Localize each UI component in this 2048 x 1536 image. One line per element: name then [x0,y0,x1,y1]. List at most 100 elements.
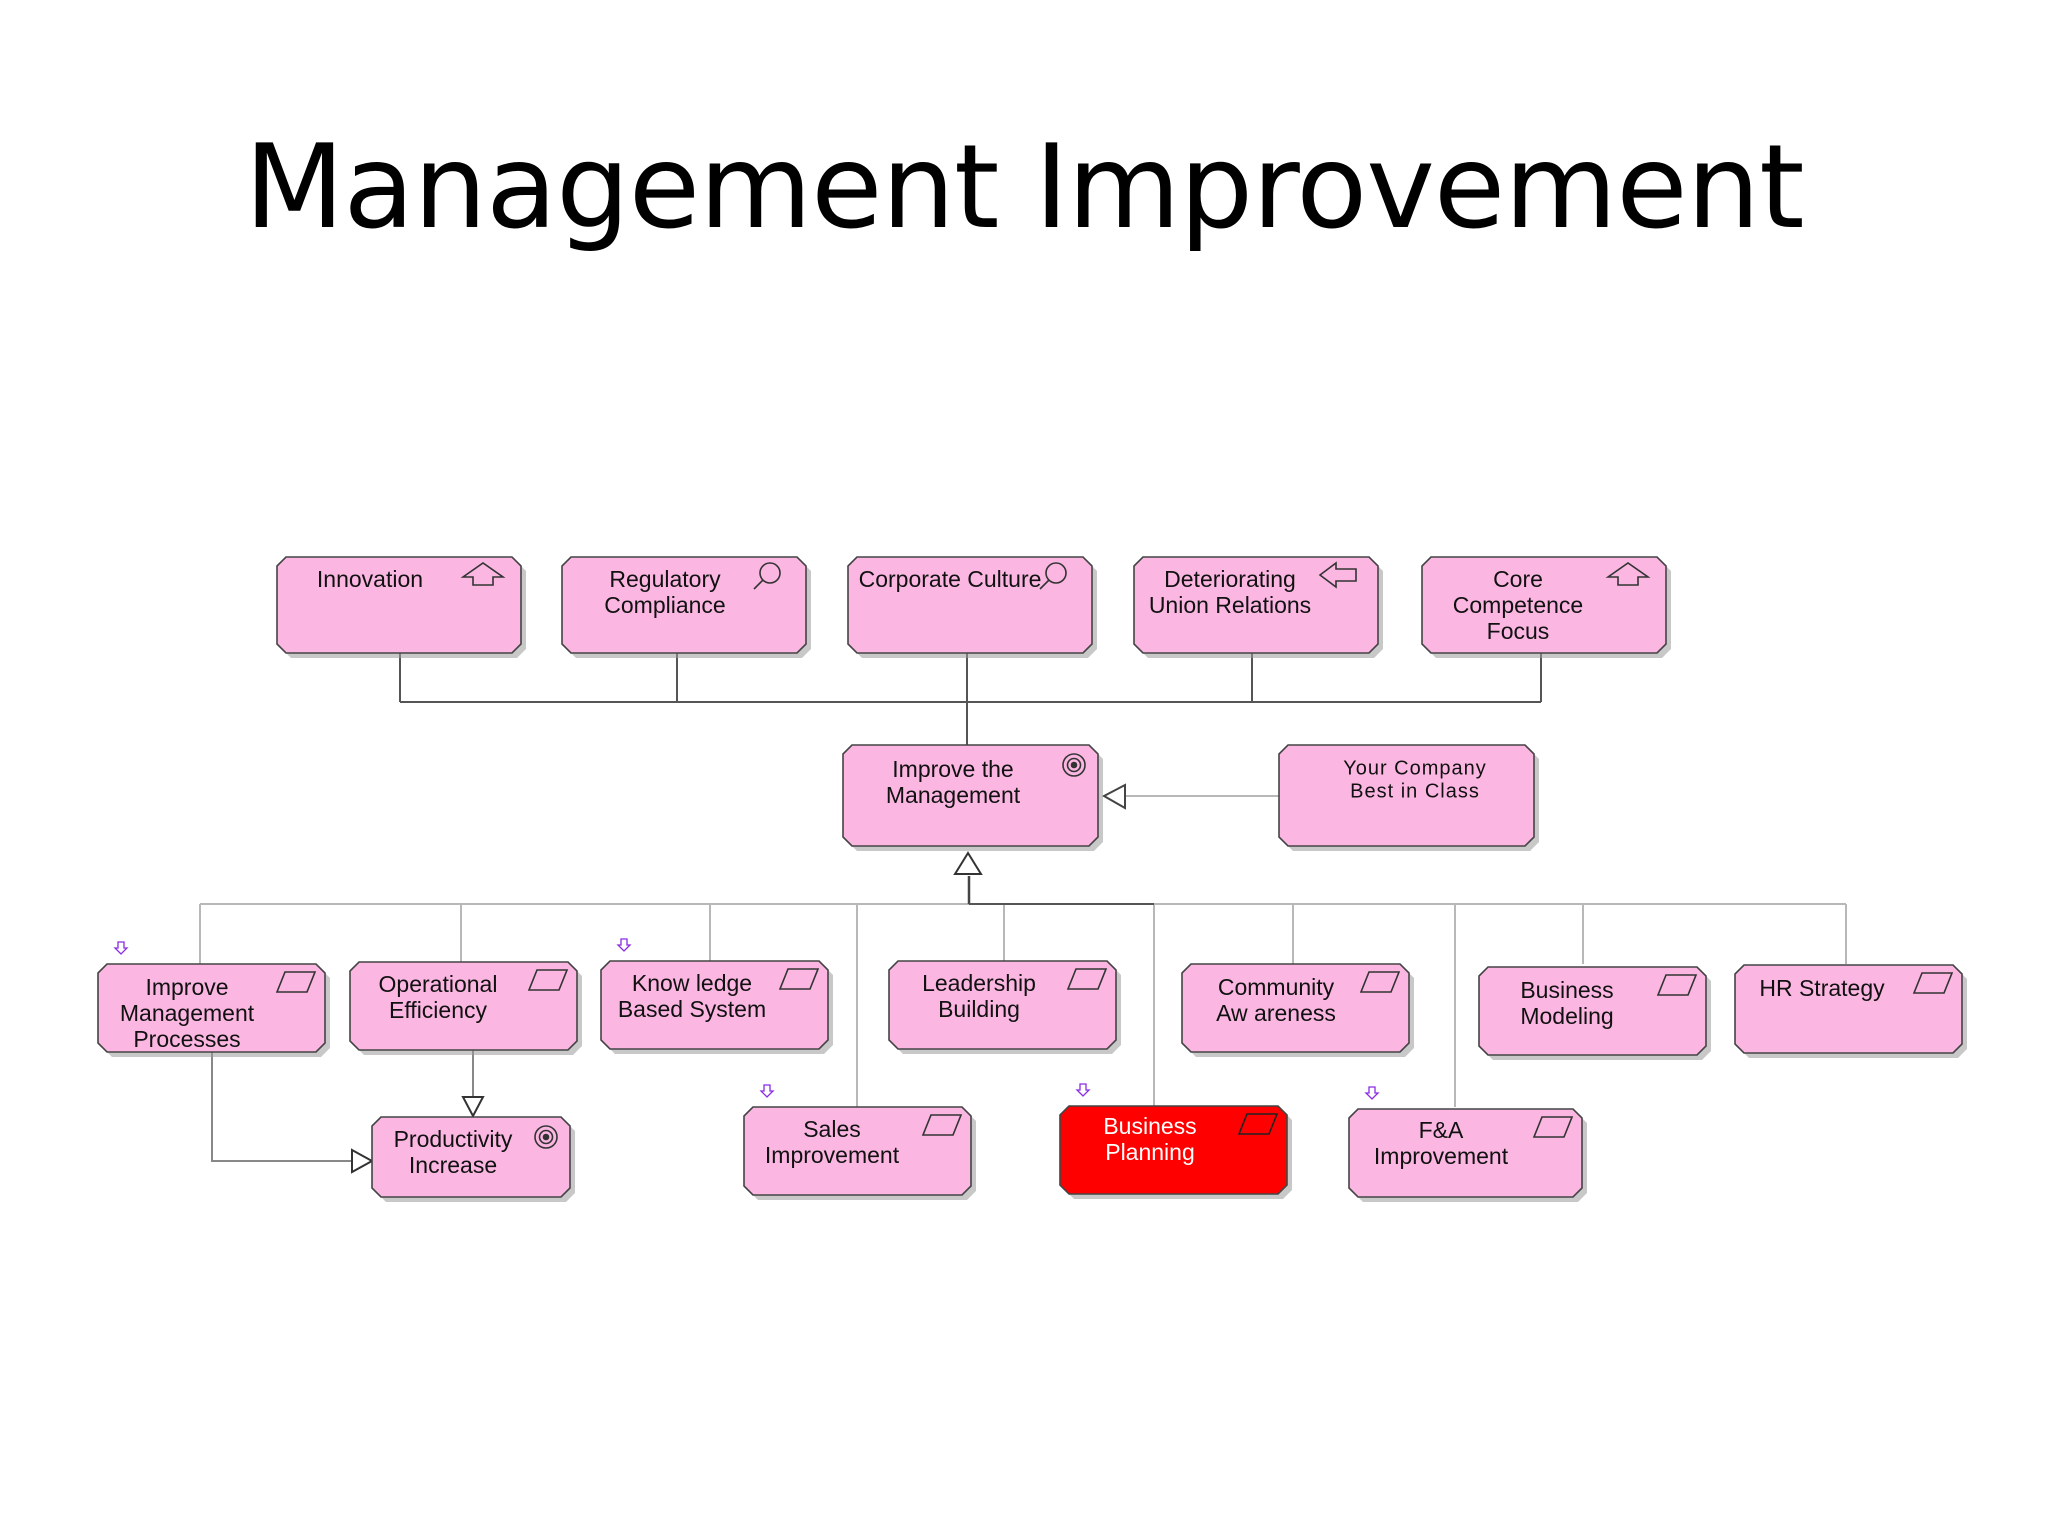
aggregation-arrowhead [953,851,983,875]
node-label: Your Company [1343,757,1487,779]
node-label: Management [886,782,1021,808]
node-label: Modeling [1520,1003,1613,1029]
node-label: Core [1493,566,1543,592]
node-label: Competence [1453,592,1583,618]
parallelogram-icon [1912,972,1954,994]
node-label: Know ledge [632,970,752,996]
node-box [1181,963,1410,1053]
node-label: Improve [145,974,228,1000]
node-culture[interactable]: Corporate Culture [847,556,1097,658]
node-hr[interactable]: HR Strategy [1734,964,1967,1058]
driver-connectors [399,653,1542,745]
node-label: Building [938,996,1020,1022]
node-label: Improve the [892,756,1013,782]
node-box [743,1106,972,1196]
node-box [1278,744,1535,847]
node-label: Business [1520,977,1613,1003]
node-box [1734,964,1963,1054]
node-box [1059,1105,1288,1195]
node-label: F&A [1419,1117,1464,1143]
down-arrow-marker-icon [1075,1083,1091,1097]
node-label: HR Strategy [1759,975,1885,1001]
node-label: Focus [1487,618,1550,644]
node-innovation[interactable]: Innovation [276,556,526,658]
node-box [888,960,1117,1050]
influence-arrowhead [461,1096,485,1119]
parallelogram-icon [1237,1113,1279,1135]
node-box [371,1116,571,1198]
parallelogram-icon [1066,968,1108,990]
node-label: Management [120,1000,255,1026]
node-box [1478,966,1707,1056]
magnifier-icon [1039,562,1067,590]
magnifier-icon [753,562,781,590]
node-box [842,744,1099,847]
node-label: Processes [133,1026,240,1052]
node-label: Based System [618,996,766,1022]
target-icon [1062,753,1086,777]
node-box [1133,556,1379,654]
node-label: Aw areness [1216,1000,1336,1026]
node-label: Best in Class [1350,780,1480,802]
parallelogram-icon [527,969,569,991]
node-label: Regulatory [609,566,721,592]
node-label: Planning [1105,1139,1195,1165]
node-box [561,556,807,654]
node-label: Operational [379,971,498,997]
up-arrow-icon [460,562,506,586]
slide-title: Management Improvement [244,120,1804,255]
node-box [1421,556,1667,654]
node-label: Leadership [922,970,1036,996]
node-label: Innovation [317,566,423,592]
node-box [349,961,578,1051]
parallelogram-icon [921,1114,963,1136]
node-box [600,960,829,1050]
influence-arrowhead [351,1148,375,1174]
node-box [276,556,522,654]
activity-connectors [199,851,1847,1107]
parallelogram-icon [778,968,820,990]
node-label: Sales [803,1116,861,1142]
connector-lines [199,653,1847,1174]
node-box [847,556,1093,654]
down-arrow-marker-icon [113,941,129,955]
down-arrow-marker-icon [1364,1086,1380,1100]
down-arrow-marker-icon [759,1084,775,1098]
node-label: Deteriorating [1164,566,1296,592]
down-arrow-marker-icon [616,938,632,952]
parallelogram-icon [1532,1116,1574,1138]
node-box [97,963,326,1053]
parallelogram-icon [275,971,317,993]
node-label: Business [1103,1113,1196,1139]
target-icon [534,1125,558,1149]
node-label: Productivity [394,1126,513,1152]
node-box [1348,1108,1583,1198]
node-label: Improvement [1374,1143,1509,1169]
up-arrow-icon [1605,562,1651,586]
parallelogram-icon [1656,974,1698,996]
node-label: Union Relations [1149,592,1311,618]
node-label: Increase [409,1152,497,1178]
node-label: Improvement [765,1142,900,1168]
parallelogram-icon [1359,971,1401,993]
node-label: Compliance [604,592,725,618]
left-arrow-icon [1318,561,1357,589]
realization-arrowhead [1101,783,1126,810]
node-label: Community [1218,974,1335,1000]
